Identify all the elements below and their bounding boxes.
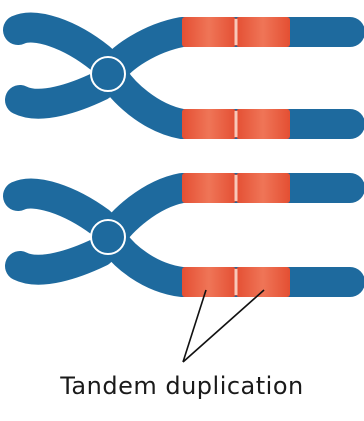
duplicated-segment-1 (182, 267, 236, 297)
chromosome-2 (18, 173, 350, 297)
caption-label: Tandem duplication (0, 372, 364, 400)
duplicated-segment-2 (236, 109, 290, 139)
caption-pointers (183, 290, 264, 362)
duplicated-segment-2 (236, 173, 290, 203)
centromere (91, 57, 125, 91)
duplicated-region-lower (182, 267, 290, 297)
duplicated-segment-2 (236, 17, 290, 47)
duplicated-region-upper (182, 17, 290, 47)
duplicated-segment-1 (182, 173, 236, 203)
duplicated-region-lower (182, 109, 290, 139)
duplicated-region-upper (182, 173, 290, 203)
duplicated-segment-1 (182, 109, 236, 139)
centromere (91, 220, 125, 254)
duplicated-segment-2 (236, 267, 290, 297)
duplicated-segment-1 (182, 17, 236, 47)
chromosome-1 (18, 17, 350, 139)
